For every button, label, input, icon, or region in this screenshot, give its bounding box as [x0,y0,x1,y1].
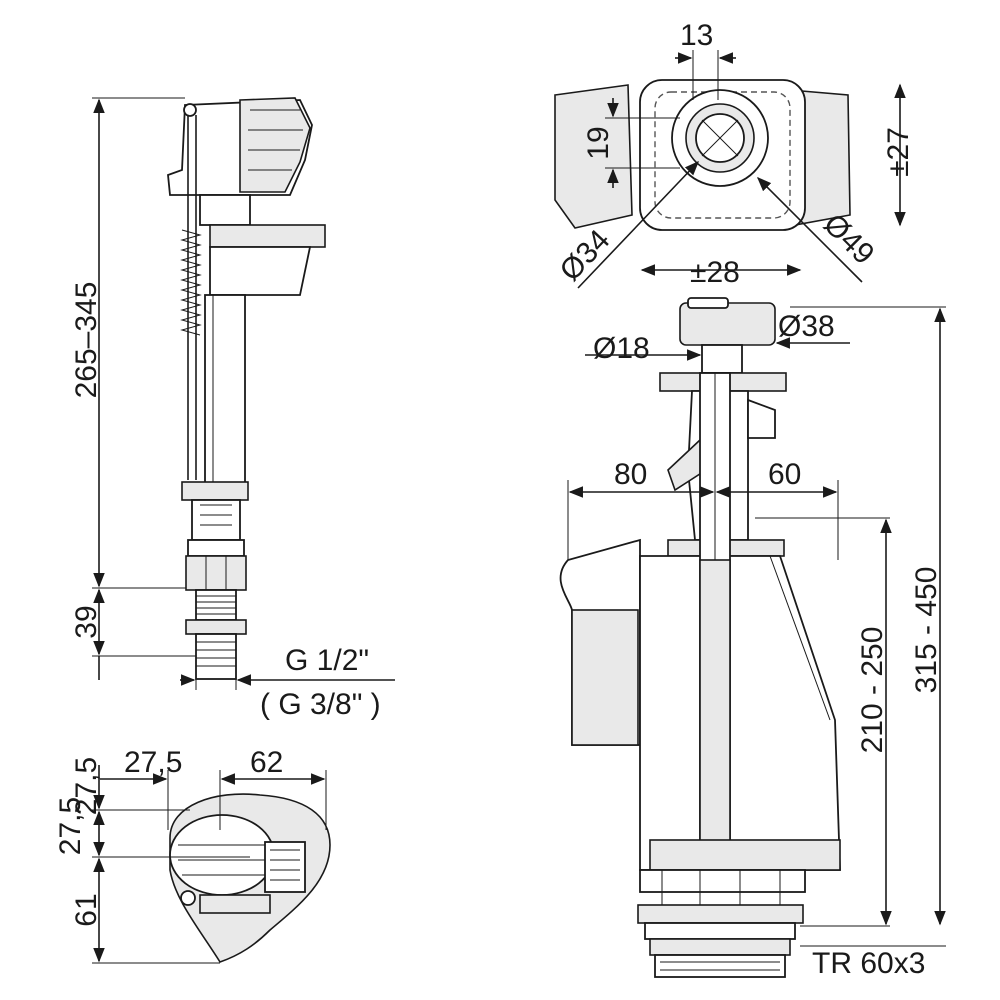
dim-diameter-18: Ø18 [593,332,650,365]
dim-210-250: 210 - 250 [856,627,889,754]
dim-diameter-38: Ø38 [778,310,835,343]
dim-thread-main: G 1/2" [285,644,369,677]
dim-27-5-horizontal: 27,5 [124,746,182,779]
dim-62: 62 [250,746,283,779]
flush-valve-side-view [559,297,841,978]
dim-265-345: 265–345 [70,282,103,399]
dim-diameter-34: Ø34 [554,224,617,288]
dim-19: 19 [582,126,615,159]
dim-39: 39 [70,605,103,638]
dim-60: 60 [768,458,801,491]
dim-thread-alt: ( G 3/8" ) [260,688,381,721]
fill-valve-top-dimensions: 27,5 62 27,5 27,5 61 [54,746,327,964]
dim-61: 61 [70,893,103,926]
dim-315-450: 315 - 450 [910,567,943,694]
dim-13: 13 [680,19,713,52]
fill-valve-top-view [169,793,331,963]
dim-27-5-vertical-top: 27,5 [70,757,103,815]
dim-thread-tr-60x3: TR 60x3 [812,947,925,980]
dim-plus-minus-28: ±28 [690,256,740,289]
dim-plus-minus-27: ±27 [882,127,915,177]
fill-valve-side-view [167,97,326,680]
flush-valve-side-dimensions: Ø18 Ø38 80 60 210 - 250 315 - 450 TR 60x… [567,306,946,980]
flush-button-top-view [554,79,851,231]
dim-80: 80 [614,458,647,491]
fill-valve-side-dimensions: 265–345 39 G 1/2" ( G 3/8" ) [70,97,395,721]
dim-27-5-vertical: 27,5 [54,797,87,855]
